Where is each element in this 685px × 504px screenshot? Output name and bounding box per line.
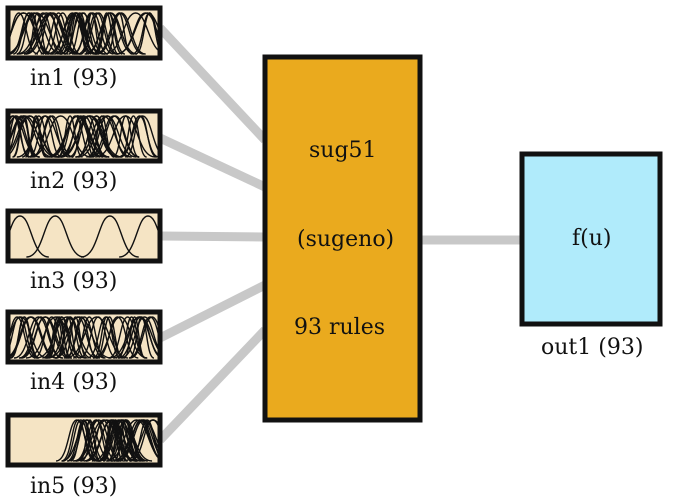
membership-curve bbox=[30, 115, 92, 158]
membership-curve bbox=[79, 419, 101, 462]
membership-curve bbox=[65, 316, 129, 359]
membership-functions bbox=[55, 419, 158, 462]
membership-curve bbox=[55, 316, 101, 359]
membership-curve bbox=[10, 316, 48, 359]
input-box-2[interactable] bbox=[0, 108, 167, 164]
membership-curve bbox=[32, 115, 69, 158]
membership-curve bbox=[10, 316, 36, 359]
membership-curve bbox=[46, 115, 110, 158]
membership-curve bbox=[120, 115, 158, 158]
system-rule-count: 93 rules bbox=[294, 315, 386, 340]
membership-curve bbox=[128, 316, 158, 359]
membership-curve bbox=[66, 419, 101, 462]
input-label-in5: in5 (93) bbox=[30, 474, 118, 499]
input-box-4[interactable] bbox=[0, 309, 174, 365]
membership-curve bbox=[44, 12, 81, 55]
membership-curve bbox=[33, 316, 70, 359]
membership-curve bbox=[28, 115, 62, 158]
output-function: f(u) bbox=[572, 226, 612, 251]
membership-curve bbox=[132, 12, 158, 55]
system-name: sug51 bbox=[309, 138, 377, 163]
membership-curve bbox=[117, 419, 158, 462]
membership-curve bbox=[103, 419, 129, 462]
membership-curve bbox=[123, 316, 146, 359]
membership-curve bbox=[120, 316, 158, 359]
membership-curve bbox=[10, 115, 40, 158]
membership-curve bbox=[80, 215, 139, 258]
membership-curve bbox=[123, 419, 158, 462]
input-box-border bbox=[5, 309, 163, 365]
membership-curve bbox=[104, 12, 158, 55]
membership-curve bbox=[44, 316, 73, 359]
membership-curve bbox=[119, 115, 147, 158]
input-box-frame bbox=[5, 208, 163, 264]
input-label-in3: in3 (93) bbox=[30, 269, 118, 294]
membership-curve bbox=[56, 12, 97, 55]
membership-curve bbox=[46, 316, 78, 359]
membership-curve bbox=[72, 316, 106, 359]
output-box[interactable] bbox=[519, 151, 663, 327]
input-boxes bbox=[0, 5, 182, 468]
membership-curve bbox=[10, 115, 60, 158]
membership-curve bbox=[26, 215, 85, 258]
membership-curve bbox=[75, 115, 132, 158]
membership-curve bbox=[10, 12, 39, 55]
membership-curve bbox=[21, 115, 56, 158]
membership-curve bbox=[91, 419, 153, 462]
membership-curve bbox=[62, 419, 99, 462]
membership-curve bbox=[116, 12, 158, 55]
membership-curve bbox=[95, 316, 124, 359]
membership-curve bbox=[57, 115, 83, 158]
input-box-5[interactable] bbox=[5, 412, 182, 468]
membership-functions bbox=[10, 316, 158, 359]
membership-curve bbox=[10, 12, 54, 55]
membership-curve bbox=[108, 419, 146, 462]
fis-system-box[interactable] bbox=[262, 54, 423, 423]
membership-curve bbox=[80, 12, 104, 55]
membership-curve bbox=[84, 12, 138, 55]
membership-functions bbox=[10, 12, 158, 55]
input-box-border bbox=[5, 412, 163, 468]
membership-functions bbox=[10, 115, 158, 158]
membership-curve bbox=[19, 12, 82, 55]
membership-curve bbox=[92, 316, 148, 359]
membership-curve bbox=[95, 12, 144, 55]
connector-line bbox=[156, 326, 269, 444]
membership-curve bbox=[108, 316, 158, 359]
input-label-in1: in1 (93) bbox=[30, 66, 118, 91]
membership-curve bbox=[10, 316, 58, 359]
membership-curve bbox=[16, 12, 76, 55]
connectors bbox=[156, 24, 522, 444]
output-label: out1 (93) bbox=[541, 335, 644, 360]
membership-curve bbox=[61, 419, 96, 462]
input-label-in4: in4 (93) bbox=[30, 370, 118, 395]
input-box-border bbox=[5, 208, 163, 264]
connector-line bbox=[157, 280, 268, 343]
connector-line bbox=[158, 133, 267, 192]
membership-curve bbox=[58, 115, 123, 158]
input-box-border bbox=[5, 108, 163, 164]
input-label-in2: in2 (93) bbox=[30, 169, 118, 194]
membership-curve bbox=[117, 316, 146, 359]
connector-line bbox=[156, 24, 269, 144]
input-box-border bbox=[5, 5, 163, 61]
membership-curve bbox=[95, 115, 156, 158]
connector-line bbox=[159, 231, 266, 242]
system-type: (sugeno) bbox=[297, 227, 395, 252]
membership-curve bbox=[58, 115, 110, 158]
membership-curve bbox=[91, 115, 140, 158]
membership-curve bbox=[119, 215, 158, 258]
membership-curve bbox=[10, 12, 62, 55]
input-box-1[interactable] bbox=[0, 5, 179, 61]
membership-curve bbox=[36, 316, 98, 359]
input-box-3[interactable] bbox=[0, 208, 177, 264]
membership-functions bbox=[10, 215, 158, 258]
membership-curve bbox=[21, 316, 70, 359]
